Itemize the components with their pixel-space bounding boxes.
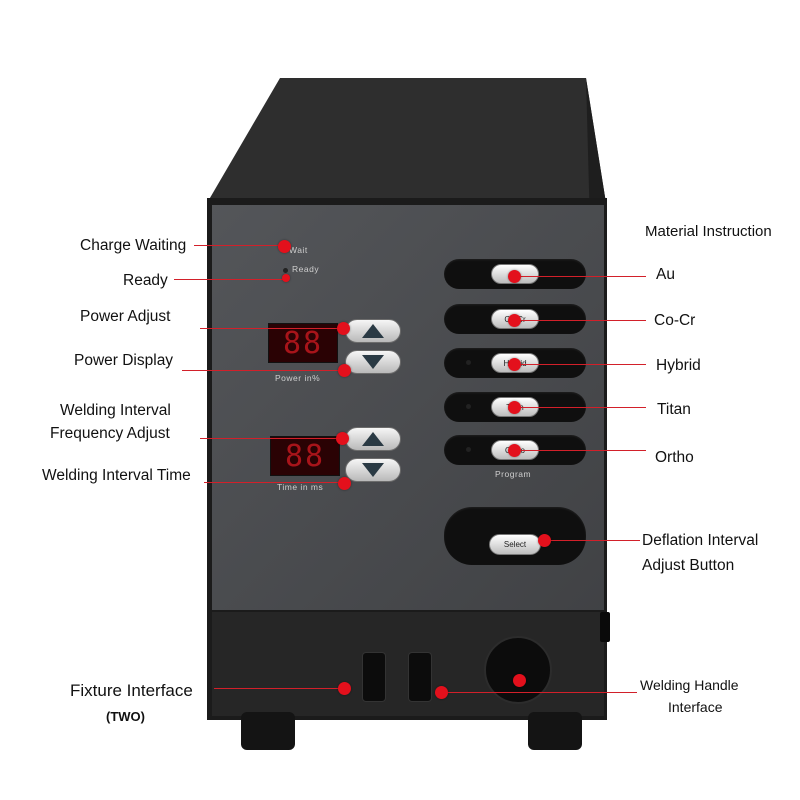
callout-deflation-2: Adjust Button xyxy=(642,557,735,574)
dot-ready xyxy=(282,274,290,282)
hybrid-led xyxy=(466,360,471,365)
leader-fixture xyxy=(214,688,344,689)
fixture-socket-left[interactable] xyxy=(362,652,386,702)
dot-cocr xyxy=(507,313,521,327)
leader-charge-waiting xyxy=(194,245,284,246)
dot-charge-waiting xyxy=(277,239,291,253)
dot-power-display xyxy=(337,363,351,377)
interval-down-button[interactable] xyxy=(345,458,401,482)
ready-led xyxy=(283,268,288,273)
triangle-up-icon xyxy=(362,432,384,446)
dot-titan xyxy=(507,400,521,414)
dot-au xyxy=(507,269,521,283)
callout-titan: Titan xyxy=(657,401,691,418)
callout-cocr: Co-Cr xyxy=(654,312,696,329)
leader-cocr xyxy=(514,320,646,321)
callout-ortho: Ortho xyxy=(655,449,694,466)
leader-welding-handle xyxy=(441,692,637,693)
fixture-socket-right[interactable] xyxy=(408,652,432,702)
triangle-down-icon xyxy=(362,463,384,477)
callout-welding-interval-time: Welding Interval Time xyxy=(42,467,191,484)
dot-welding-handle xyxy=(512,673,526,687)
triangle-down-icon xyxy=(362,355,384,369)
callout-fixture-interface: Fixture Interface xyxy=(70,681,193,700)
interval-up-button[interactable] xyxy=(345,427,401,451)
callout-welding-handle-1: Welding Handle xyxy=(640,677,739,693)
callout-welding-interval-2: Frequency Adjust xyxy=(50,425,170,442)
callout-ready: Ready xyxy=(123,272,168,289)
time-display: 88 xyxy=(270,436,340,476)
callout-hybrid: Hybrid xyxy=(656,357,701,374)
leader-ortho xyxy=(514,450,646,451)
callout-au: Au xyxy=(656,266,675,283)
triangle-up-icon xyxy=(362,324,384,338)
callout-welding-handle-2: Interface xyxy=(668,699,723,715)
leader-au xyxy=(514,276,646,277)
time-unit: Time in ms xyxy=(277,482,324,492)
power-down-button[interactable] xyxy=(345,350,401,374)
leader-titan xyxy=(514,407,646,408)
leader-deflation xyxy=(544,540,640,541)
ready-text: Ready xyxy=(292,264,320,274)
ortho-led xyxy=(466,447,471,452)
callout-welding-interval-1: Welding Interval xyxy=(60,402,171,419)
leader-welding-interval-time xyxy=(204,482,344,483)
callout-material-instruction: Material Instruction xyxy=(645,223,772,240)
dot-hybrid xyxy=(507,357,521,371)
dot-fixture-left xyxy=(337,681,351,695)
program-text: Program xyxy=(495,469,532,479)
callout-power-adjust: Power Adjust xyxy=(80,308,171,325)
dot-welding-interval-time xyxy=(337,476,351,490)
leader-ready xyxy=(174,279,286,280)
power-display: 88 xyxy=(268,323,338,363)
dot-deflation xyxy=(537,533,551,547)
callout-charge-waiting: Charge Waiting xyxy=(80,237,187,254)
leader-hybrid xyxy=(514,364,646,365)
welding-handle-socket[interactable] xyxy=(484,636,552,704)
titan-led xyxy=(466,404,471,409)
wait-text: Wait xyxy=(289,245,308,255)
callout-power-display: Power Display xyxy=(74,352,174,369)
leader-power-adjust xyxy=(200,328,342,329)
callout-fixture-count: (TWO) xyxy=(106,709,145,724)
power-switch[interactable] xyxy=(600,612,610,642)
power-up-button[interactable] xyxy=(345,319,401,343)
callout-deflation-1: Deflation Interval xyxy=(642,532,759,549)
leader-power-display xyxy=(182,370,343,371)
dot-fixture-right xyxy=(434,685,448,699)
dot-ortho xyxy=(507,443,521,457)
power-unit: Power in% xyxy=(275,373,321,383)
dot-welding-interval xyxy=(335,431,349,445)
leader-welding-interval xyxy=(200,438,342,439)
select-button[interactable]: Select xyxy=(489,534,541,555)
dot-power-adjust xyxy=(336,321,350,335)
